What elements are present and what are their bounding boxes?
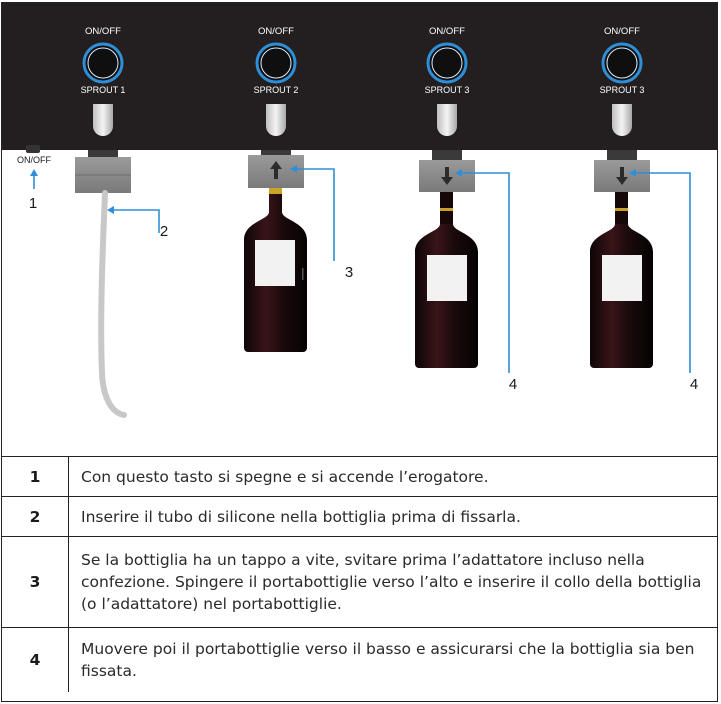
spout-3 [437, 104, 457, 136]
spout-4 [612, 104, 632, 136]
power-button-1[interactable] [82, 42, 124, 84]
legend-row: 2 Inserire il tubo di silicone nella bot… [2, 496, 717, 537]
wine-bottle-3 [415, 192, 478, 368]
spout-unit-4: ON/OFF SPROUT 3 [600, 26, 645, 136]
arrow-left-icon [107, 206, 114, 214]
power-label-3: ON/OFF [429, 26, 465, 37]
callout-number: 1 [29, 195, 37, 212]
legend-text: Se la bottiglia ha un tappo a vite, svit… [68, 536, 717, 628]
power-label-2: ON/OFF [258, 26, 294, 37]
legend-number: 2 [2, 496, 69, 537]
bottle-holder-1 [75, 150, 131, 418]
legend-row: 4 Muovere poi il portabottiglie verso il… [2, 627, 717, 692]
spout-label-2: SPROUT 2 [254, 85, 299, 95]
dispenser-diagram: ON/OFF SPROUT 1 ON/OFF SPROUT 2 ON/OFF S… [2, 3, 717, 418]
power-label-1: ON/OFF [85, 26, 121, 37]
arrow-left-icon [629, 169, 636, 177]
arrow-up-icon [30, 169, 38, 176]
power-button-4[interactable] [601, 42, 643, 84]
wine-bottle-2 [244, 188, 307, 352]
power-button-3[interactable] [426, 42, 468, 84]
spout-label-1: SPROUT 1 [81, 85, 126, 95]
legend-number: 4 [2, 627, 69, 692]
control-panel [2, 3, 717, 150]
arrow-down-icon [616, 167, 628, 185]
silicone-tube [98, 190, 127, 418]
callout-number: 4 [509, 376, 517, 393]
power-button-2[interactable] [255, 42, 297, 84]
legend-table: 1 Con questo tasto si spegne e si accend… [2, 456, 717, 692]
spout-unit-1: ON/OFF SPROUT 1 [81, 26, 126, 136]
spout-unit-2: ON/OFF SPROUT 2 [254, 26, 299, 136]
callout-number: 2 [160, 223, 168, 240]
side-power-switch[interactable] [26, 145, 40, 153]
bottle-holder-3 [419, 150, 475, 192]
arrow-left-icon [290, 165, 297, 173]
callout-lines [33, 168, 691, 373]
spout-label-4: SPROUT 3 [600, 85, 645, 95]
legend-row: 3 Se la bottiglia ha un tappo a vite, sv… [2, 536, 717, 628]
power-label-4: ON/OFF [604, 26, 640, 37]
spout-label-3: SPROUT 3 [425, 85, 470, 95]
dispenser-illustration: ON/OFF SPROUT 1 ON/OFF SPROUT 2 ON/OFF S… [2, 3, 717, 456]
bottle-holder-4 [594, 150, 650, 192]
wine-bottle-4 [590, 192, 653, 368]
arrow-left-icon [455, 169, 462, 177]
side-switch-label: ON/OFF [17, 155, 51, 165]
legend-text: Muovere poi il portabottiglie verso il b… [68, 627, 717, 692]
callout-arrowheads [30, 165, 636, 214]
legend-number: 1 [2, 456, 69, 497]
legend-text: Con questo tasto si spegne e si accende … [68, 456, 717, 497]
legend-text: Inserire il tubo di silicone nella botti… [68, 496, 717, 537]
arrow-up-icon [270, 161, 282, 179]
callout-number: 4 [690, 376, 698, 393]
spout-unit-3: ON/OFF SPROUT 3 [425, 26, 470, 136]
arrow-down-icon [441, 167, 453, 185]
spout-2 [266, 104, 286, 136]
legend-row: 1 Con questo tasto si spegne e si accend… [2, 456, 717, 497]
spout-1 [93, 104, 113, 136]
legend-number: 3 [2, 536, 69, 628]
callout-number: 3 [345, 264, 353, 281]
